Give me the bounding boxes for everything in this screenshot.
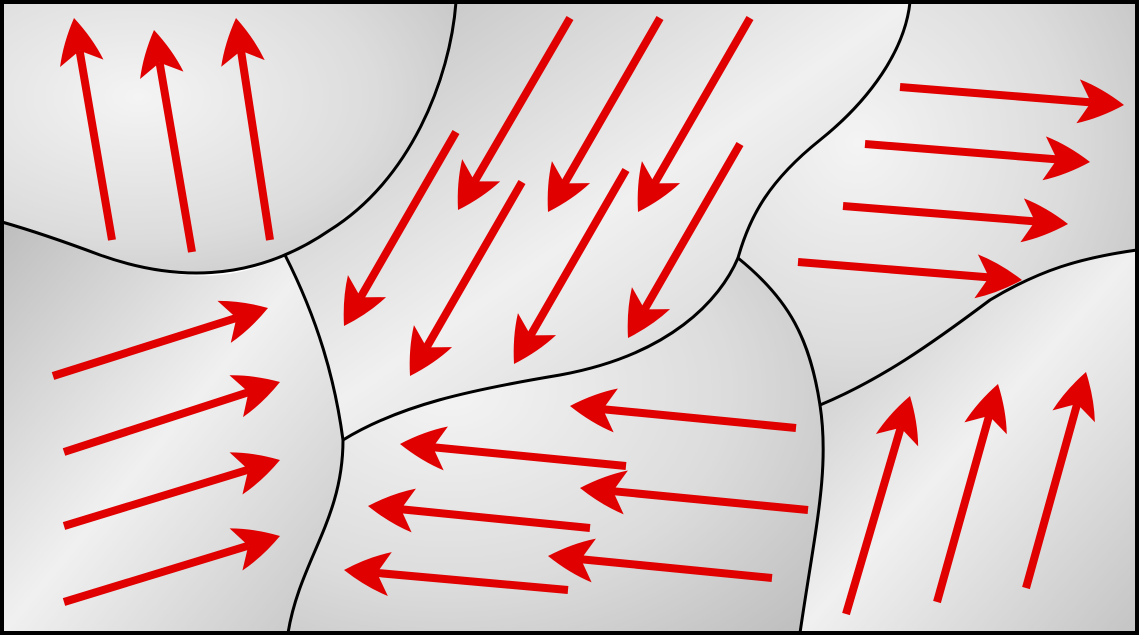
magnetization-arrow	[343, 130, 460, 326]
arrow-shaft	[62, 465, 250, 530]
arrow-shaft	[933, 414, 993, 604]
arrow-shaft	[602, 405, 797, 432]
magnetization-arrow	[637, 16, 754, 212]
magnetization-arrow	[344, 552, 569, 597]
magnetization-arrow	[797, 254, 1022, 299]
magnetization-arrow	[580, 470, 809, 515]
arrow-shaft	[842, 426, 905, 616]
arrow-shaft	[376, 568, 569, 594]
magnetization-arrow	[570, 388, 797, 433]
arrow-head	[60, 18, 104, 68]
arrow-shaft	[62, 541, 250, 606]
arrow-head	[229, 452, 280, 495]
arrow-shaft	[580, 555, 773, 582]
magnetization-arrow	[547, 16, 664, 212]
magnetization-arrow	[409, 180, 526, 376]
arrow-head	[637, 161, 681, 212]
arrow-head	[343, 275, 387, 326]
arrow-head	[547, 161, 591, 212]
arrow-head	[964, 384, 1007, 435]
magnetization-arrow	[60, 18, 116, 241]
magnetization-arrow	[140, 30, 196, 253]
magnetization-arrow	[513, 168, 630, 364]
domain-wall	[0, 0, 458, 275]
arrow-head	[409, 325, 453, 376]
domain-bottom-center	[288, 258, 824, 633]
arrow-shaft	[612, 487, 809, 514]
magnetization-arrow	[62, 452, 280, 530]
arrow-shaft	[423, 180, 526, 350]
arrow-head	[221, 18, 265, 67]
arrow-shaft	[51, 314, 238, 380]
arrow-shaft	[62, 388, 250, 456]
magnetization-arrow	[864, 136, 1090, 181]
magnetization-arrow	[62, 528, 280, 606]
arrow-head	[875, 396, 919, 447]
arrow-shaft	[400, 505, 591, 532]
domain-wall	[341, 0, 912, 442]
arrow-head	[457, 159, 501, 210]
arrow-head	[368, 488, 416, 533]
magnetization-arrow	[368, 488, 591, 533]
arrow-head	[344, 552, 392, 597]
arrow-shaft	[1022, 402, 1081, 590]
arrow-head	[217, 300, 268, 343]
magnetization-arrow	[400, 426, 627, 471]
arrow-shaft	[864, 140, 1058, 164]
magnetization-arrow	[457, 15, 574, 210]
arrow-shaft	[899, 83, 1092, 107]
arrow-head	[1042, 136, 1090, 181]
magnetization-arrow	[842, 396, 919, 616]
magnetization-arrow	[548, 538, 773, 583]
arrow-shaft	[641, 142, 744, 312]
arrow-shaft	[527, 168, 630, 338]
magnetization-arrow	[627, 142, 744, 338]
magnetization-arrow	[842, 198, 1068, 243]
domain-middle-left	[2, 222, 343, 633]
arrow-head	[570, 388, 618, 433]
domain-top-left	[2, 2, 456, 273]
magnetization-arrows	[51, 15, 1124, 616]
domain-top-right	[738, 2, 1137, 405]
arrow-shaft	[357, 130, 460, 300]
arrow-head	[580, 470, 628, 515]
magnetization-arrow	[899, 79, 1124, 124]
arrow-head	[627, 287, 671, 338]
arrow-shaft	[432, 443, 627, 470]
arrow-shaft	[842, 202, 1036, 226]
arrow-head	[229, 375, 280, 418]
magnetization-arrow	[51, 300, 268, 380]
arrow-head	[400, 426, 448, 471]
arrow-head	[140, 30, 184, 80]
arrow-shaft	[75, 49, 116, 241]
arrow-head	[513, 313, 557, 364]
domain-wall	[818, 248, 1139, 407]
arrow-head	[229, 528, 280, 571]
magnetization-arrow	[62, 375, 280, 456]
arrow-shaft	[797, 258, 990, 282]
magnetization-arrow	[1022, 372, 1095, 590]
arrow-head	[1076, 79, 1124, 124]
domain-bottom-right	[800, 250, 1137, 633]
arrow-shaft	[155, 61, 196, 253]
arrow-head	[974, 254, 1022, 299]
magnetization-arrow	[221, 18, 274, 241]
arrow-shaft	[237, 50, 274, 241]
arrow-head	[548, 538, 596, 583]
arrow-shaft	[561, 16, 664, 186]
arrow-head	[1020, 198, 1068, 243]
arrow-head	[1052, 372, 1095, 423]
magnetization-arrow	[933, 384, 1007, 604]
arrow-shaft	[651, 16, 754, 186]
arrow-shaft	[471, 15, 574, 184]
